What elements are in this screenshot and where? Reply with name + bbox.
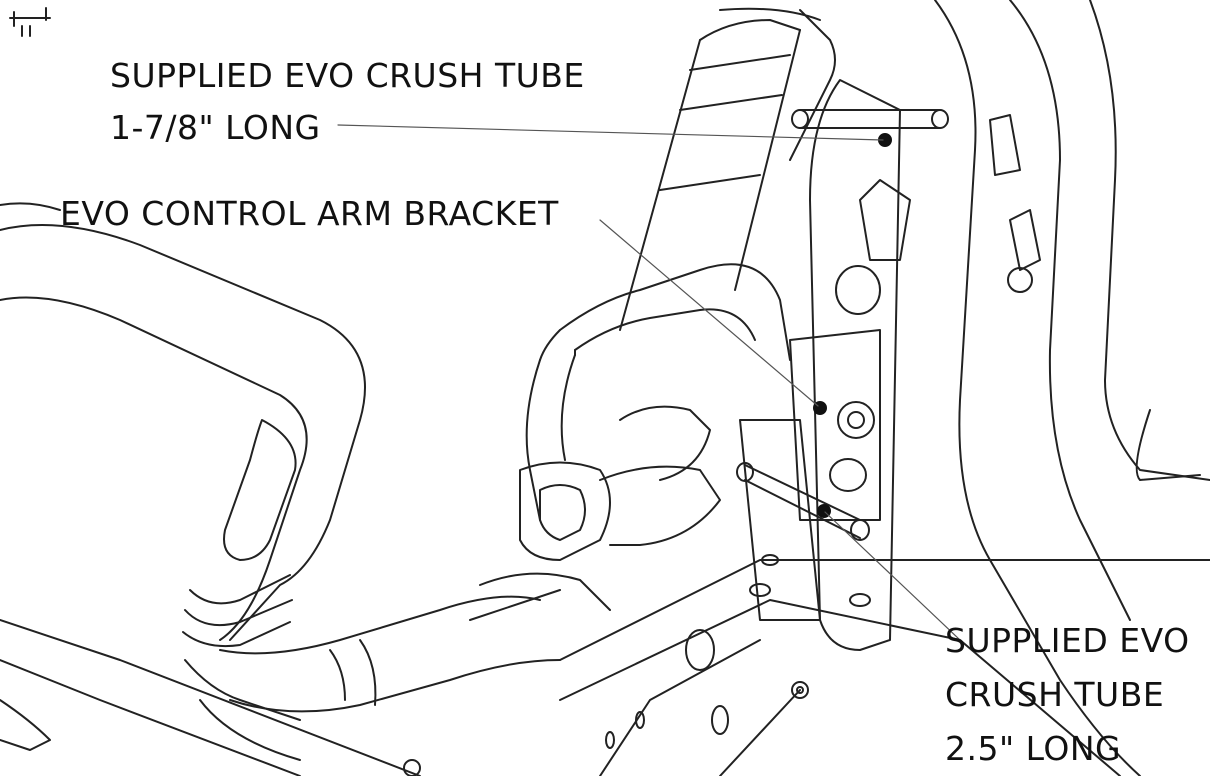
crush-tube-top (791, 109, 949, 147)
leader-tube-bottom (824, 511, 961, 641)
callout-line: 2.5" LONG (945, 729, 1122, 768)
leader-lines (337, 124, 961, 641)
lower-pipe (219, 572, 611, 713)
upper-diagonal-tube (619, 7, 836, 331)
corner-mark (9, 7, 51, 37)
cross-member (403, 559, 1210, 776)
callout-line: SUPPLIED EVO (945, 621, 1190, 660)
callout-crush-tube-top: SUPPLIED EVO CRUSH TUBE 1-7/8" LONG (110, 50, 585, 154)
callout-control-arm-bracket: EVO CONTROL ARM BRACKET (60, 188, 559, 240)
callout-line: EVO CONTROL ARM BRACKET (60, 194, 559, 233)
exhaust-pipe-left (0, 202, 366, 761)
frame-rail (934, 0, 1210, 776)
callout-crush-tube-bottom: SUPPLIED EVO CRUSH TUBE 2.5" LONG (945, 614, 1190, 776)
callout-line: CRUSH TUBE (945, 675, 1165, 714)
control-arm-bracket (739, 79, 911, 651)
leader-bracket (599, 219, 819, 407)
leader-tube-top (337, 124, 884, 141)
upper-s-pipe (519, 263, 791, 561)
callout-line: SUPPLIED EVO CRUSH TUBE (110, 56, 585, 95)
callout-line: 1-7/8" LONG (110, 108, 321, 147)
floor-pan (0, 619, 421, 776)
crush-tube-bottom (736, 401, 870, 541)
